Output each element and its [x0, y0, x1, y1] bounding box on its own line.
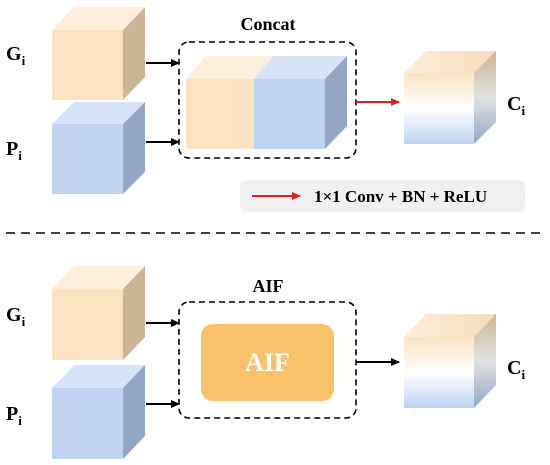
g-label-bottom: Gi: [6, 304, 26, 329]
output-cube-top: [404, 51, 496, 144]
output-cube-bottom: [404, 314, 496, 408]
g-cube-bottom: [52, 266, 145, 360]
p-label-top: Pi: [6, 138, 22, 163]
concat-cube: [186, 56, 347, 149]
legend: 1×1 Conv + BN + ReLU: [240, 180, 525, 212]
concat-title: Concat: [241, 14, 296, 34]
p-label-bottom: Pi: [6, 403, 22, 428]
concat-box: [178, 41, 357, 159]
aif-module: [201, 324, 334, 401]
legend-label: 1×1 Conv + BN + ReLU: [314, 187, 487, 206]
g-cube-top: [52, 7, 145, 100]
aif-module-label: AIF: [245, 348, 290, 377]
g-label-top: Gi: [6, 43, 26, 68]
c-label-top: Ci: [507, 93, 525, 118]
aif-box: [178, 301, 357, 419]
p-cube-bottom: [52, 365, 145, 459]
c-label-bottom: Ci: [507, 357, 525, 382]
p-cube-top: [52, 102, 145, 194]
aif-title: AIF: [253, 276, 284, 296]
